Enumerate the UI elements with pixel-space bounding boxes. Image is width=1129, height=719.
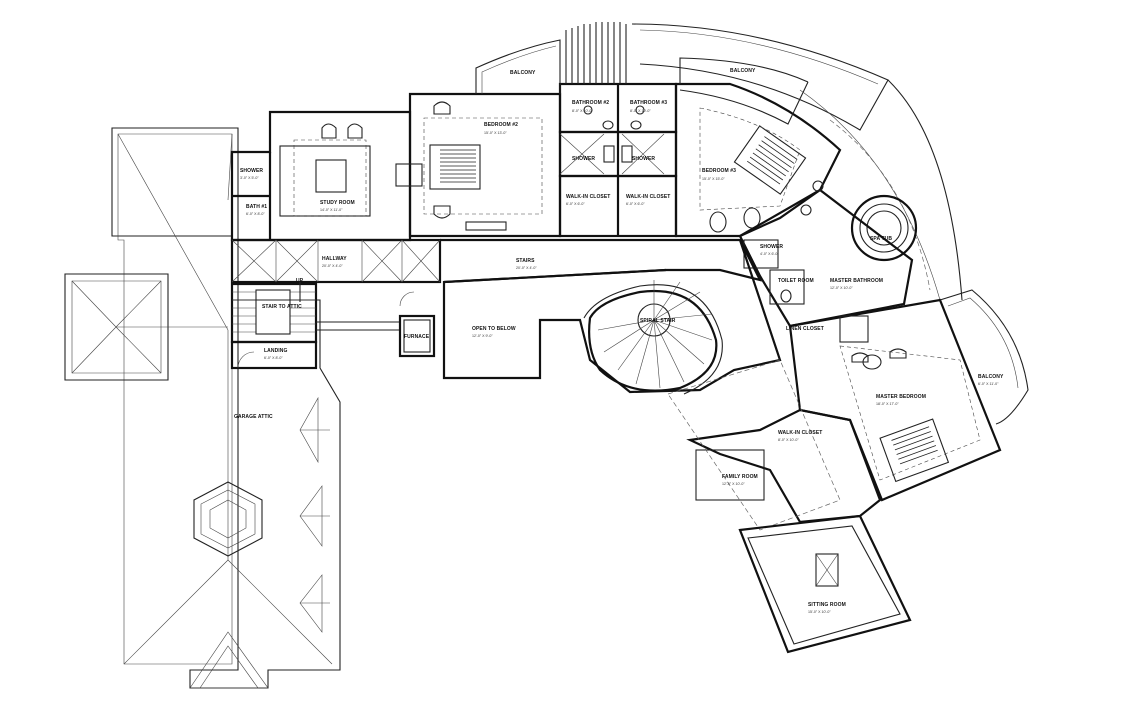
dim-shower-1: 3'-0" X 5'-0" [240, 176, 259, 180]
east-wing-walls [631, 23, 963, 328]
label-balcony-east: BALCONY [978, 374, 1004, 380]
dim-landing: 6'-0" X 8'-0" [264, 356, 283, 360]
label-balcony-north-right: BALCONY [730, 68, 756, 74]
dim-sitting-room: 15'-0" X 10'-0" [808, 610, 831, 614]
label-furnace: FURNACE [404, 334, 430, 340]
dim-master-shower: 4'-0" X 6'-0" [760, 252, 779, 256]
label-master-shower: SHOWER [760, 244, 783, 250]
dim-master-closet: 8'-0" X 10'-0" [778, 438, 799, 442]
dim-open-below: 12'-0" X 9'-0" [472, 334, 493, 338]
dim-master-bedroom: 18'-0" X 17'-0" [876, 402, 899, 406]
label-wic-2: WALK-IN CLOSET [566, 194, 610, 200]
dim-stairs: 20'-0" X 4'-0" [516, 266, 537, 270]
label-stairs: STAIRS [516, 258, 535, 264]
dim-bathroom-2: 8'-0" X 10'-0" [572, 109, 593, 113]
label-bath-1: BATH #1 [246, 204, 267, 210]
label-bathroom-2: BATHROOM #2 [572, 100, 609, 106]
dim-family-room: 12'-0" X 10'-0" [722, 482, 745, 486]
label-sitting-room: SITTING ROOM [808, 602, 846, 608]
dim-balcony-east: 6'-0" X 11'-0" [978, 382, 999, 386]
label-family-room: FAMILY ROOM [722, 474, 758, 480]
label-hallway: HALLWAY [322, 256, 347, 262]
dim-wic-2: 6'-0" X 6'-0" [566, 202, 585, 206]
master-suite-walls [667, 289, 1029, 654]
label-garage-attic: GARAGE ATTIC [234, 414, 273, 420]
dim-bedroom-3: 15'-0" X 15'-0" [702, 177, 725, 181]
label-landing: LANDING [264, 348, 287, 354]
label-study: STUDY ROOM [320, 200, 355, 206]
label-shower-1: SHOWER [240, 168, 263, 174]
label-bedroom-3: BEDROOM #3 [702, 168, 736, 174]
label-master-bath: MASTER BATHROOM [830, 278, 883, 284]
label-open-below: OPEN TO BELOW [472, 326, 516, 332]
label-spiral: SPIRAL STAIR [640, 318, 676, 324]
dim-bedroom-2: 15'-0" X 13'-0" [484, 131, 507, 135]
dim-bath-1: 6'-0" X 8'-0" [246, 212, 265, 216]
dim-bathroom-3: 8'-0" X 10'-0" [630, 109, 651, 113]
label-master-closet: WALK-IN CLOSET [778, 430, 822, 436]
label-wic-3: WALK-IN CLOSET [626, 194, 670, 200]
dim-master-bath: 12'-0" X 10'-0" [830, 286, 853, 290]
label-up: UP [296, 278, 304, 284]
room-labels: BALCONY BALCONY BATHROOM #2 8'-0" X 10'-… [234, 68, 1004, 614]
label-linen: LINEN CLOSET [786, 326, 824, 332]
label-stair-to-attic: STAIR TO ATTIC [262, 304, 302, 310]
label-bathroom-3: BATHROOM #3 [630, 100, 667, 106]
left-wing-walls [230, 110, 442, 370]
stair-walls [440, 238, 782, 395]
label-shower-3: SHOWER [632, 156, 655, 162]
label-bedroom-2: BEDROOM #2 [484, 122, 518, 128]
label-master-bedroom: MASTER BEDROOM [876, 394, 926, 400]
dim-wic-3: 6'-0" X 6'-0" [626, 202, 645, 206]
label-tub: SPA TUB [870, 236, 892, 242]
dim-study: 14'-0" X 11'-0" [320, 208, 343, 212]
label-toilet: TOILET ROOM [778, 278, 814, 284]
garage-roof [64, 127, 341, 689]
dim-hallway: 20'-0" X 4'-0" [322, 264, 343, 268]
label-shower-2: SHOWER [572, 156, 595, 162]
label-balcony-north-left: BALCONY [510, 70, 536, 76]
